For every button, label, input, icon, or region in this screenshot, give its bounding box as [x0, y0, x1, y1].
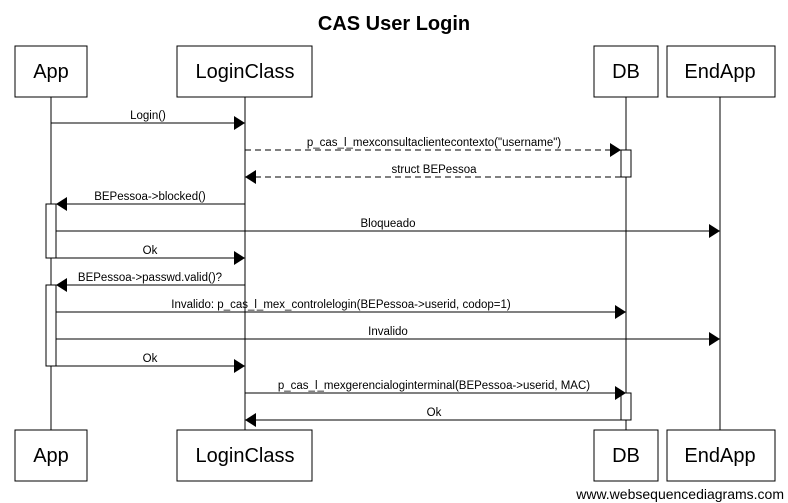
message-label: Invalido — [368, 326, 408, 338]
participant-label: LoginClass — [196, 61, 295, 83]
messages: Login() p_cas_l_mexconsultaclientecontex… — [51, 110, 720, 427]
message-label: BEPessoa->passwd.valid()? — [78, 272, 222, 284]
message-3: struct BEPessoa — [245, 164, 621, 184]
message-label: struct BEPessoa — [391, 164, 477, 176]
participant-endapp-top: EndApp — [666, 45, 776, 98]
message-5: Bloqueado — [56, 218, 720, 238]
message-11: p_cas_l_mexgerencialoginterminal(BEPesso… — [245, 380, 626, 400]
diagram-title: CAS User Login — [318, 13, 470, 35]
participant-loginclass-top: LoginClass — [176, 45, 313, 98]
participant-db-bottom: DB — [593, 429, 659, 482]
message-4: BEPessoa->blocked() — [56, 191, 245, 211]
message-label: Ok — [427, 407, 442, 419]
activation-db-1 — [620, 149, 632, 178]
participant-label: EndApp — [684, 445, 755, 467]
participant-label: App — [33, 445, 69, 467]
activation-db-2 — [620, 392, 632, 421]
message-1: Login() — [51, 110, 245, 130]
message-label: BEPessoa->blocked() — [94, 191, 206, 203]
message-6: Ok — [56, 245, 245, 265]
message-9: Invalido — [56, 326, 720, 346]
participants-top: App LoginClass DB EndApp — [14, 45, 776, 98]
participant-db-top: DB — [593, 45, 659, 98]
participant-label: App — [33, 61, 69, 83]
participant-endapp-bottom: EndApp — [666, 429, 776, 482]
participant-label: LoginClass — [196, 445, 295, 467]
participant-label: DB — [612, 445, 640, 467]
activation-app-2 — [45, 284, 57, 367]
watermark[interactable]: www.websequencediagrams.com — [575, 486, 784, 502]
participant-loginclass-bottom: LoginClass — [176, 429, 313, 482]
message-label: Bloqueado — [361, 218, 416, 230]
message-label: Invalido: p_cas_l_mex_controlelogin(BEPe… — [171, 299, 511, 311]
message-label: Login() — [130, 110, 166, 122]
participant-label: EndApp — [684, 61, 755, 83]
participant-app-bottom: App — [14, 429, 88, 482]
message-7: BEPessoa->passwd.valid()? — [56, 272, 245, 292]
message-12: Ok — [245, 407, 621, 427]
message-8: Invalido: p_cas_l_mex_controlelogin(BEPe… — [56, 299, 626, 319]
participants-bottom: App LoginClass DB EndApp — [14, 429, 776, 482]
message-10: Ok — [51, 353, 245, 373]
message-label: p_cas_l_mexgerencialoginterminal(BEPesso… — [278, 380, 590, 392]
message-label: Ok — [143, 245, 158, 257]
message-label: Ok — [143, 353, 158, 365]
participant-label: DB — [612, 61, 640, 83]
participant-app-top: App — [14, 45, 88, 98]
message-label: p_cas_l_mexconsultaclientecontexto("user… — [307, 137, 561, 149]
activation-app-1 — [45, 203, 57, 259]
message-2: p_cas_l_mexconsultaclientecontexto("user… — [245, 137, 621, 157]
